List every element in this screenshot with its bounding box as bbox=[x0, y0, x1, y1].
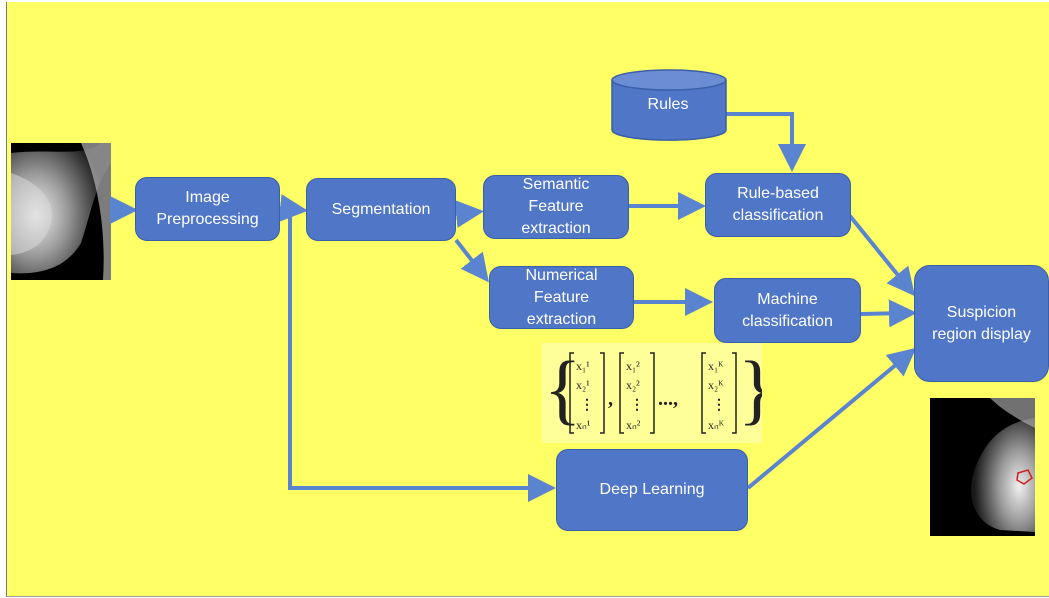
vector1-entry-2: x₂¹ bbox=[576, 378, 590, 392]
node-line: extraction bbox=[526, 310, 597, 328]
node-line: Numerical bbox=[525, 266, 598, 284]
node-line: extraction bbox=[521, 220, 591, 237]
vectork-vdots: ⋮ bbox=[712, 398, 726, 413]
node-line: Segmentation bbox=[331, 200, 431, 218]
vector1-entry-n: xₙ¹ bbox=[576, 418, 591, 432]
node-line: Deep Learning bbox=[599, 481, 705, 498]
node-line: Image bbox=[185, 189, 230, 206]
vector2-entry-n: xₙ² bbox=[626, 418, 641, 432]
left-brace: { bbox=[544, 345, 581, 432]
rules-database-cylinder bbox=[611, 69, 727, 141]
node-line: Machine bbox=[757, 290, 818, 308]
node-line: Feature bbox=[533, 288, 590, 306]
vector-ellipsis: ..., bbox=[658, 388, 678, 410]
node-line: Feature bbox=[528, 198, 584, 215]
vectork-entry-n: xₙᴷ bbox=[708, 418, 725, 432]
machine-classification-node: Machine classification bbox=[714, 278, 861, 343]
node-line: classification bbox=[742, 312, 833, 330]
rule-based-classification-node: Rule-based classification bbox=[705, 173, 851, 237]
vectork-entry-2: x₂ᴷ bbox=[708, 378, 724, 392]
node-line: Preprocessing bbox=[156, 211, 259, 228]
deep-learning-node: Deep Learning bbox=[556, 449, 748, 531]
node-line: region display bbox=[932, 325, 1031, 343]
output-mammogram-image bbox=[930, 398, 1035, 536]
vector2-entry-1: x₁² bbox=[626, 359, 640, 373]
vector-separator: , bbox=[608, 388, 613, 410]
segmentation-node: Segmentation bbox=[306, 178, 456, 241]
vector1-vdots: ⋮ bbox=[580, 398, 594, 413]
node-line: Semantic bbox=[522, 176, 590, 193]
node-line: Suspicion bbox=[946, 303, 1017, 321]
vectork-entry-1: x₁ᴷ bbox=[708, 359, 724, 373]
right-brace: } bbox=[738, 345, 762, 432]
vector1-entry-1: x₁¹ bbox=[576, 359, 590, 373]
input-mammogram-image bbox=[11, 143, 111, 280]
vector2-entry-2: x₂² bbox=[626, 378, 640, 392]
vector2-vdots: ⋮ bbox=[630, 398, 644, 413]
suspicion-region-display-node: Suspicion region display bbox=[914, 265, 1049, 382]
feature-vector-set: { } x₁¹ x₂¹ ⋮ xₙ¹ , x₁² x₂² ⋮ xₙ² ..., x… bbox=[542, 343, 775, 443]
node-line: Rule-based bbox=[737, 185, 819, 202]
node-line: classification bbox=[732, 207, 824, 224]
suspicion-region-outline bbox=[1016, 469, 1033, 485]
rules-label: Rules bbox=[647, 96, 689, 113]
